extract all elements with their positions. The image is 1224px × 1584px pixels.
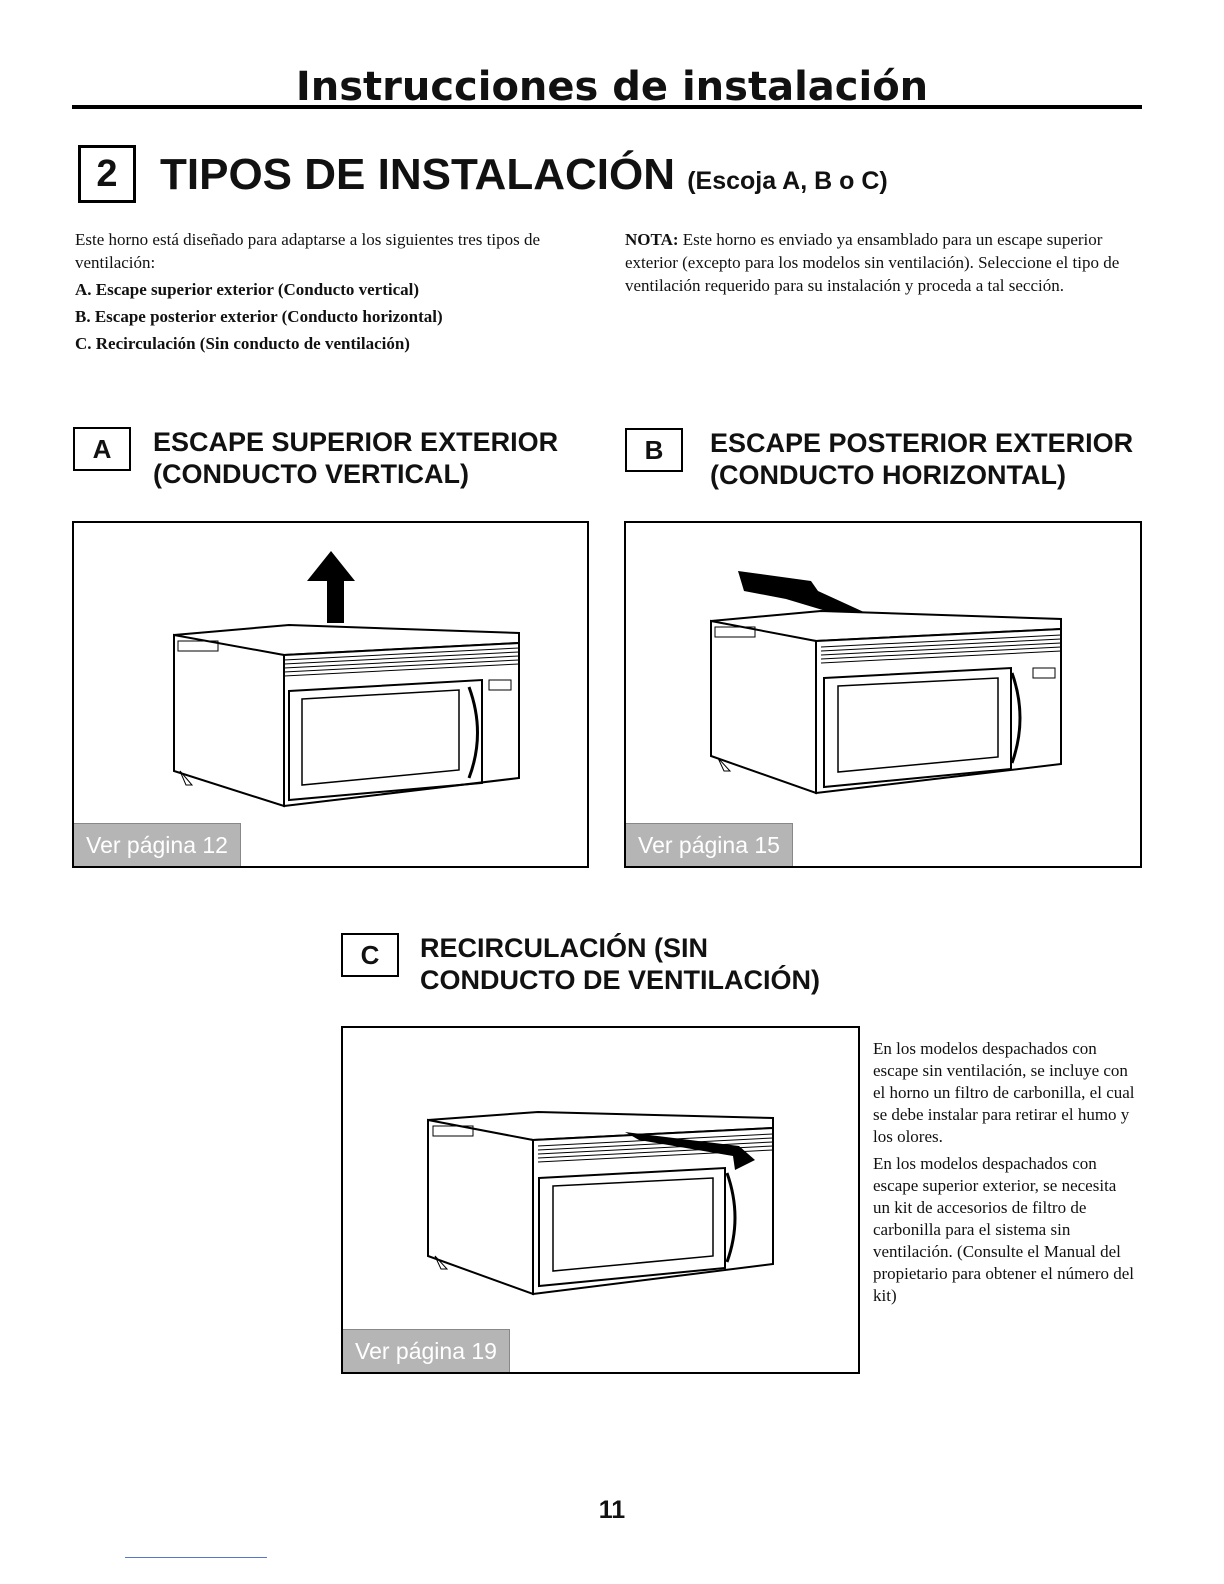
figure-b-microwave-horizontal-duct: Ver página 15 bbox=[624, 521, 1142, 868]
option-a-title: ESCAPE SUPERIOR EXTERIOR (CONDUCTO VERTI… bbox=[153, 426, 558, 490]
option-c-letter-box: C bbox=[341, 933, 399, 977]
option-c-title: RECIRCULACIÓN (SIN CONDUCTO DE VENTILACI… bbox=[420, 932, 820, 996]
intro-text: Este horno está diseñado para adaptarse … bbox=[75, 228, 615, 359]
option-a-title-line1: ESCAPE SUPERIOR EXTERIOR bbox=[153, 427, 559, 457]
intro-option-b: B. Escape posterior exterior (Conducto h… bbox=[75, 307, 443, 326]
step-number-box: 2 bbox=[78, 145, 136, 203]
option-a-letter-box: A bbox=[73, 427, 131, 471]
option-a-title-line2: (CONDUCTO VERTICAL) bbox=[153, 459, 469, 489]
section-title-text: TIPOS DE INSTALACIÓN bbox=[160, 150, 675, 199]
footer-line bbox=[125, 1557, 267, 1558]
see-page-12-label: Ver página 12 bbox=[74, 823, 241, 866]
microwave-illustration-c bbox=[427, 1110, 774, 1296]
side-text-paragraph-2: En los modelos despachados con escape su… bbox=[873, 1154, 1135, 1305]
option-b-title-line2: (CONDUCTO HORIZONTAL) bbox=[710, 460, 1066, 490]
figure-a-microwave-vertical-duct: Ver página 12 bbox=[72, 521, 589, 868]
intro-paragraph: Este horno está diseñado para adaptarse … bbox=[75, 230, 541, 272]
side-text-paragraph-1: En los modelos despachados con escape si… bbox=[873, 1039, 1135, 1146]
section-subtitle: (Escoja A, B o C) bbox=[687, 167, 888, 195]
recirculation-side-text: En los modelos despachados con escape si… bbox=[873, 1038, 1135, 1312]
see-page-19-label: Ver página 19 bbox=[343, 1329, 510, 1372]
option-b-title-line1: ESCAPE POSTERIOR EXTERIOR bbox=[710, 428, 1134, 458]
nota-paragraph: NOTA: Este horno es enviado ya ensamblad… bbox=[625, 228, 1145, 297]
header-rule bbox=[72, 105, 1142, 109]
section-title: TIPOS DE INSTALACIÓN (Escoja A, B o C) bbox=[160, 150, 888, 200]
option-c-title-line1: RECIRCULACIÓN (SIN bbox=[420, 933, 708, 963]
page-header-title: Instrucciones de instalación bbox=[295, 64, 929, 110]
microwave-illustration-b bbox=[710, 571, 1062, 795]
nota-text: Este horno es enviado ya ensamblado para… bbox=[625, 230, 1120, 295]
intro-option-a: A. Escape superior exterior (Conducto ve… bbox=[75, 280, 420, 299]
microwave-illustration-a bbox=[173, 551, 520, 808]
intro-option-c: C. Recirculación (Sin conducto de ventil… bbox=[75, 334, 410, 353]
nota-label: NOTA: bbox=[625, 230, 679, 249]
option-b-letter-box: B bbox=[625, 428, 683, 472]
see-page-15-label: Ver página 15 bbox=[626, 823, 793, 866]
option-c-title-line2: CONDUCTO DE VENTILACIÓN) bbox=[420, 965, 821, 995]
figure-c-microwave-recirculation: Ver página 19 bbox=[341, 1026, 860, 1374]
option-b-title: ESCAPE POSTERIOR EXTERIOR (CONDUCTO HORI… bbox=[710, 427, 1133, 491]
page-number: 11 bbox=[598, 1496, 626, 1524]
